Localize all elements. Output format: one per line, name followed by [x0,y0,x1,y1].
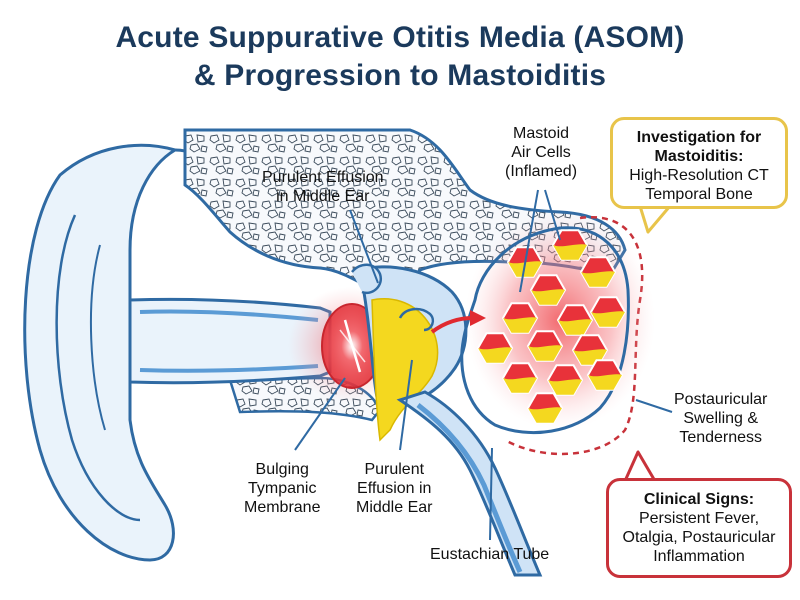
leader-purulent-bottom [399,359,413,451]
air-cell-pus [528,407,562,423]
air-cell-pus [528,345,562,361]
air-cell-pus [591,311,625,327]
air-cell-pus [503,317,537,333]
leader-lines [294,189,673,541]
clinical-signs-callout: Clinical Signs: Persistent Fever, Otalgi… [606,478,792,578]
air-cell-pus [553,244,587,260]
title-line-2: & Progression to Mastoiditis [193,59,607,92]
label-eustachian-tube: Eustachian Tube [430,546,550,563]
leader-purulent-top [349,209,379,284]
progression-arrowhead [470,310,486,326]
progression-arrow [430,316,473,334]
leader-bulging-tm [294,377,346,451]
air-cell-pus [581,271,615,287]
air-cell-pus [558,319,592,335]
investigation-callout: Investigation for Mastoiditis: High-Reso… [610,117,788,209]
postauricular-inflammation-zone [504,215,644,456]
clinical-text-2: Otalgia, Postauricular [622,529,776,546]
label-purulent-effusion-bottom: Purulent Effusion in Middle Ear [356,461,433,516]
investigation-callout-tail [638,204,672,234]
air-cell-pus [478,347,512,363]
leader-mastoid-2 [544,189,561,241]
clinical-text-3: Inflammation [653,548,745,565]
eustachian-tube [396,390,543,577]
air-cell-pus [548,379,582,395]
label-mastoid-air-cells: Mastoid Air Cells (Inflamed) [505,125,578,180]
investigation-heading-2: Mastoiditis: [654,148,744,165]
air-cell-pus [588,374,622,390]
investigation-text-2: Temporal Bone [645,186,753,203]
clinical-text-1: Persistent Fever, [638,510,760,527]
air-cell-pus [503,377,537,393]
purulent-effusion [371,298,439,442]
clinical-heading: Clinical Signs: [643,491,755,508]
label-postauricular-swelling: Postauricular Swelling & Tenderness [674,391,768,446]
investigation-text-1: High-Resolution CT [629,167,769,184]
title-line-1: Acute Suppurative Otitis Media (ASOM) [115,21,685,54]
leader-postauricular [635,399,673,413]
clinical-callout-tail [623,450,657,483]
label-purulent-effusion-top: Purulent Effusion in Middle Ear [262,169,384,205]
label-bulging-tympanic-membrane: Bulging Tympanic Membrane [244,461,321,516]
mastoid-air-cells [476,229,627,424]
air-cell-pus [531,289,565,305]
leader-mastoid-1 [519,189,539,293]
leader-eustachian [489,447,493,541]
investigation-heading-1: Investigation for [636,129,762,146]
